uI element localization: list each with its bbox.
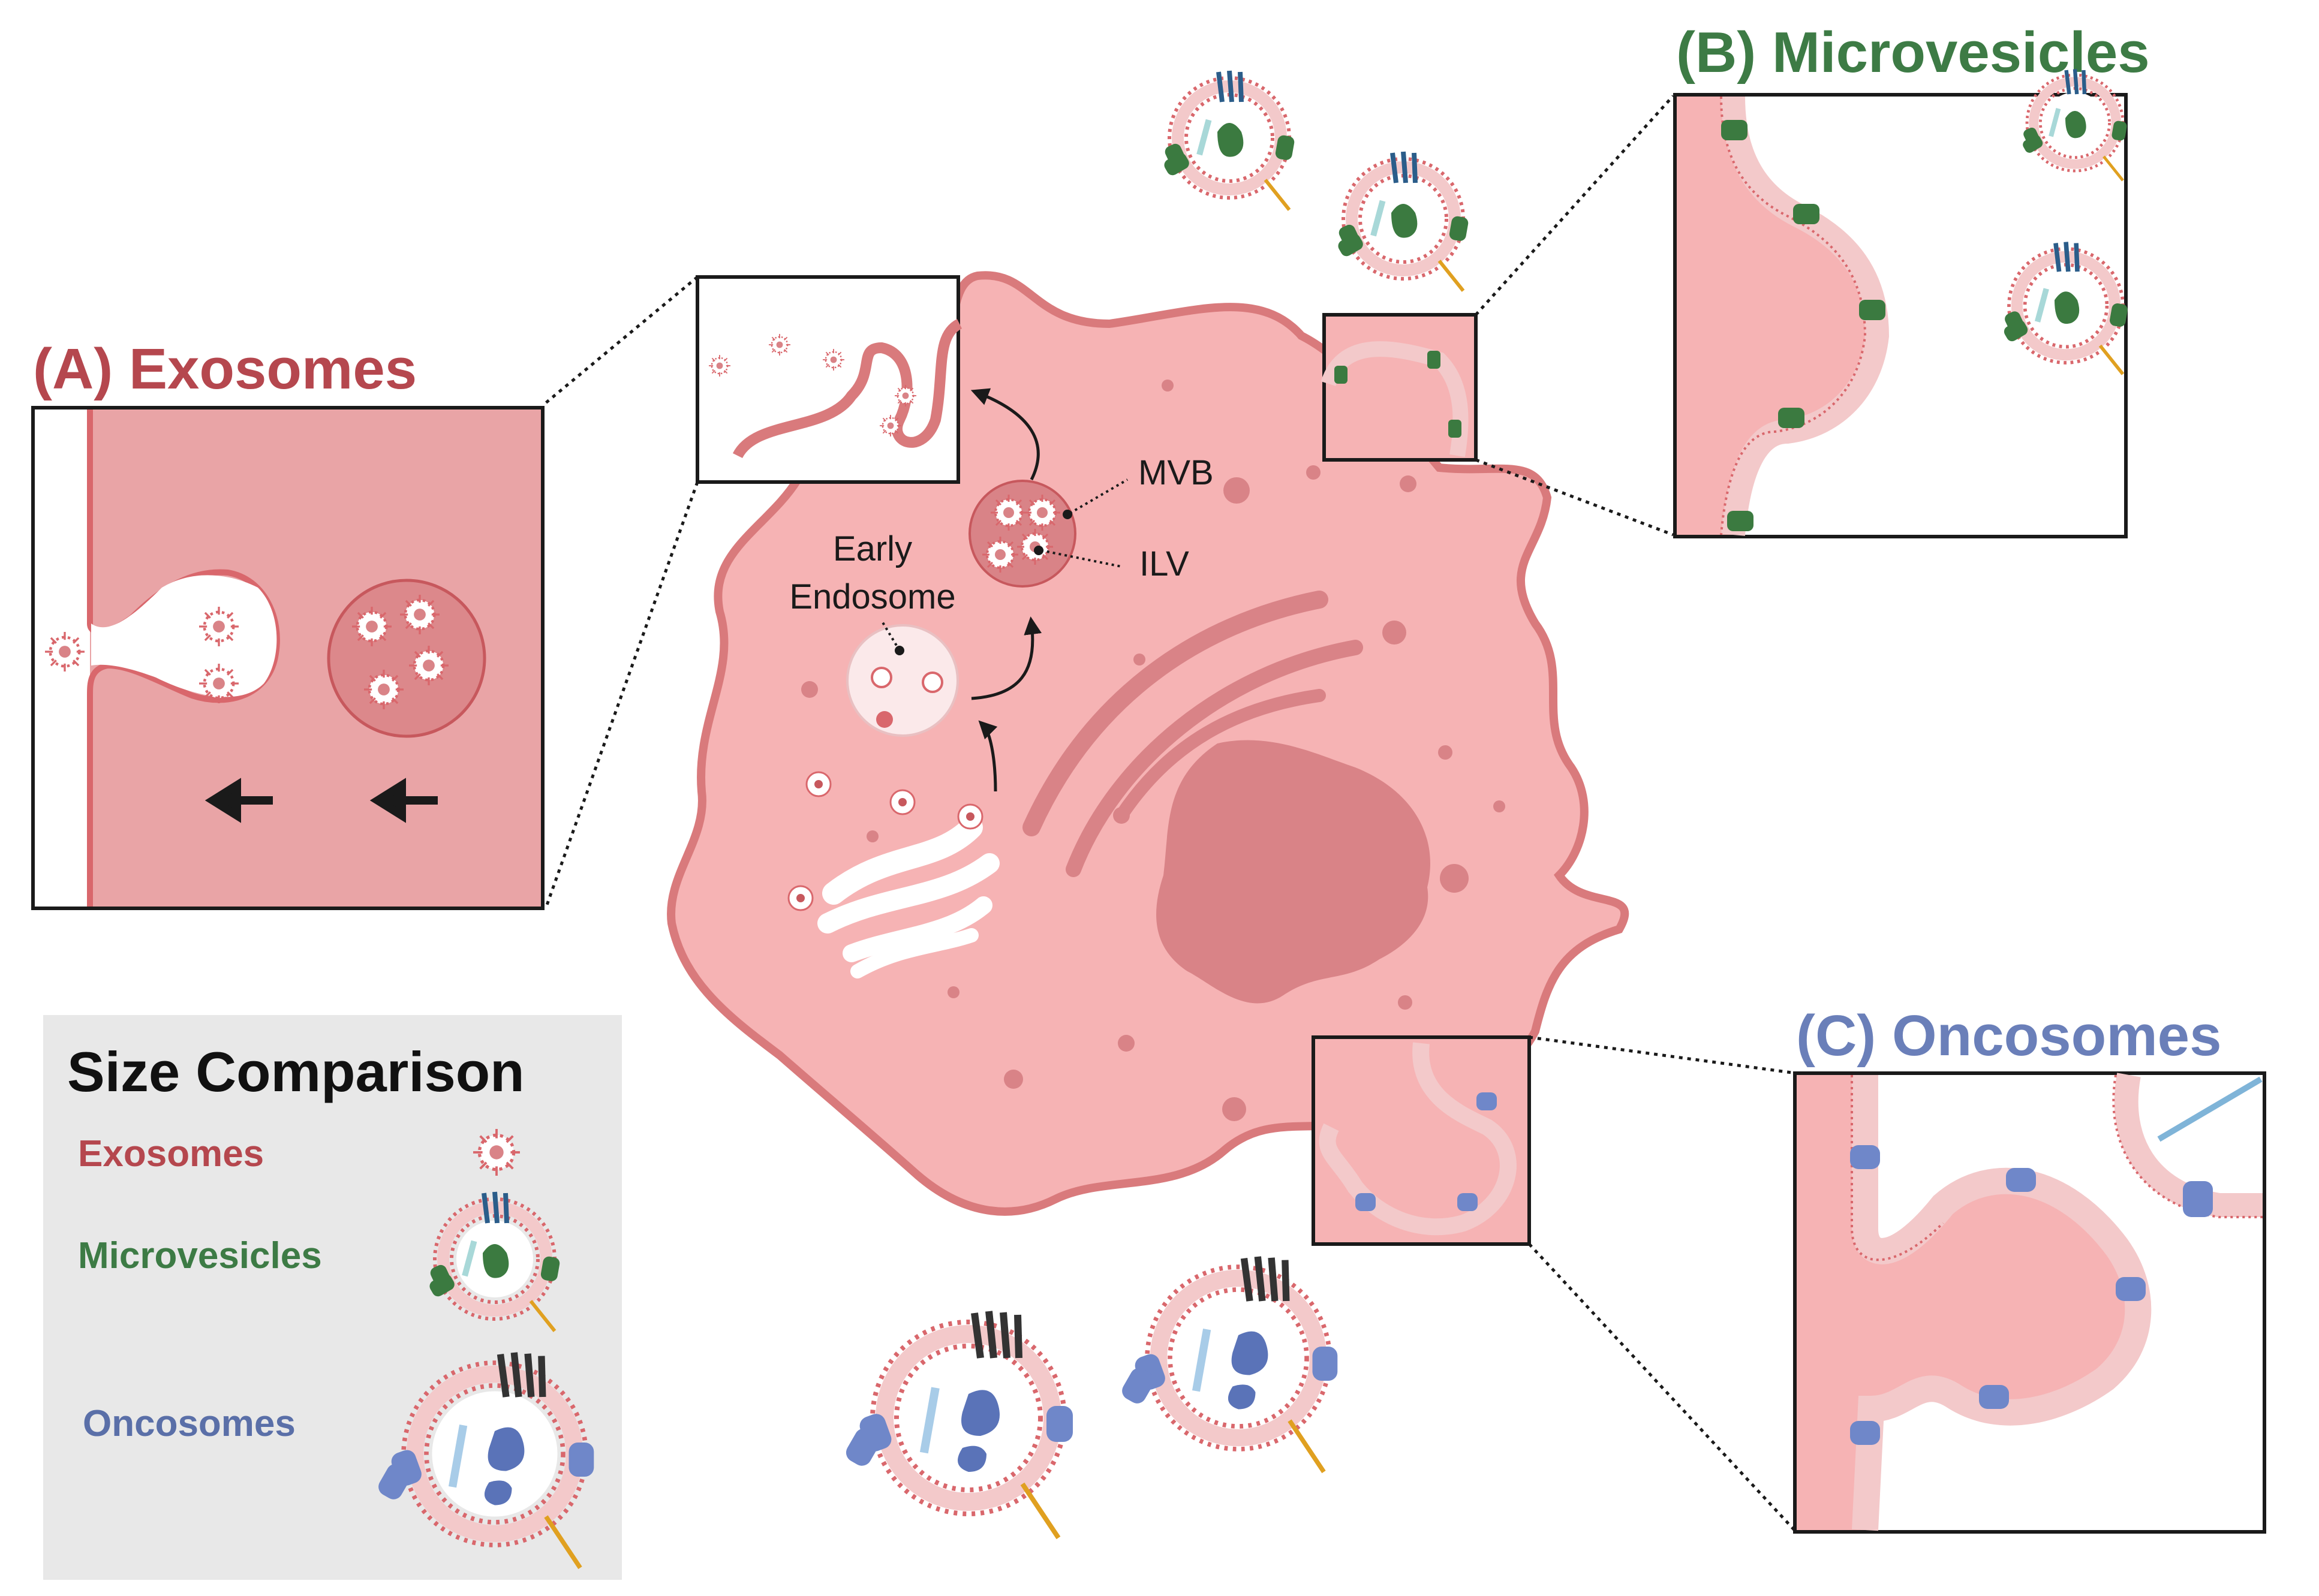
cell-labels: MVB ILV Early Endosome bbox=[789, 453, 1213, 616]
movement-arrows bbox=[204, 778, 438, 823]
panel-microvesicles: (B) Microvesicles bbox=[1673, 20, 2150, 538]
oncosomes-title: (C) Oncosomes bbox=[1796, 1004, 2221, 1068]
mvb-label: MVB bbox=[1138, 453, 1214, 492]
microvesicles-title: (B) Microvesicles bbox=[1676, 20, 2150, 85]
ilv-label: ILV bbox=[1139, 544, 1189, 583]
cytoplasm-granules bbox=[801, 380, 1505, 1121]
size-item-exosomes: Exosomes bbox=[78, 1133, 264, 1175]
size-comparison-panel: Size Comparison Exosomes Microvesicles O… bbox=[43, 1015, 622, 1580]
nucleus bbox=[1156, 740, 1430, 1004]
size-comparison-title: Size Comparison bbox=[67, 1040, 525, 1103]
panel-oncosomes: (C) Oncosomes bbox=[1793, 1004, 2266, 1534]
zoom-box-oncosome-site bbox=[1312, 1035, 1531, 1246]
trafficking-arrows bbox=[970, 388, 1042, 792]
cell bbox=[667, 271, 1629, 1216]
zoom-box-exosome-site bbox=[696, 275, 963, 484]
released-oncosomes bbox=[843, 1257, 1337, 1538]
size-item-oncosomes: Oncosomes bbox=[83, 1403, 296, 1444]
released-microvesicles bbox=[1162, 71, 1469, 291]
size-item-microvesicles: Microvesicles bbox=[78, 1235, 322, 1276]
exosomes-title: (A) Exosomes bbox=[33, 337, 417, 401]
mvb-zoom bbox=[327, 579, 486, 738]
transport-vesicles bbox=[787, 771, 983, 911]
zoom-box-microvesicle-site bbox=[1321, 313, 1478, 462]
early-endosome-label-line1: Early bbox=[833, 529, 912, 568]
early-endosome bbox=[846, 624, 959, 737]
endoplasmic-reticulum bbox=[1022, 591, 1363, 877]
golgi-apparatus bbox=[817, 816, 1000, 978]
multivesicular-body bbox=[968, 480, 1076, 588]
panel-exosomes: (A) Exosomes bbox=[31, 337, 545, 910]
label-leaders bbox=[880, 478, 1129, 652]
early-endosome-label-line2: Endosome bbox=[789, 577, 955, 616]
zoom-connectors bbox=[544, 95, 1797, 1533]
